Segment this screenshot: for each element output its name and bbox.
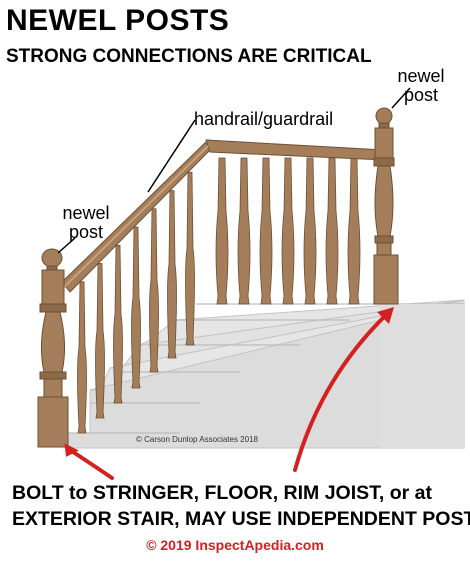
baluster — [347, 157, 361, 305]
label-newel-left-line2: post — [68, 222, 104, 242]
baluster — [95, 263, 105, 419]
baluster — [259, 157, 273, 305]
baluster — [303, 157, 317, 305]
baluster — [215, 157, 229, 305]
caption-line-1: BOLT to STRINGER, FLOOR, RIM JOIST, or a… — [12, 482, 432, 504]
page-subtitle: STRONG CONNECTIONS ARE CRITICAL — [6, 46, 372, 67]
label-leaders — [57, 87, 411, 254]
baluster — [281, 157, 295, 305]
label-newel-right-line1: newel — [397, 66, 445, 86]
handrail — [61, 139, 385, 293]
baluster — [185, 171, 195, 346]
left-arrowhead — [64, 443, 79, 457]
baluster — [131, 226, 141, 389]
label-newel-left: newel post — [58, 204, 114, 242]
site-credit: © 2019 InspectApedia.com — [146, 537, 324, 553]
label-newel-left-line1: newel — [62, 203, 110, 223]
baluster — [167, 190, 177, 359]
caption-line-2: EXTERIOR STAIR, MAY USE INDEPENDENT POST — [12, 508, 470, 530]
baluster — [113, 244, 123, 404]
landing-face — [380, 304, 464, 448]
left-newel-post — [37, 248, 69, 448]
right-arrowhead — [377, 307, 394, 324]
baluster — [237, 157, 251, 305]
label-handrail: handrail/guardrail — [194, 109, 334, 129]
page-title: NEWEL POSTS — [6, 4, 230, 37]
baluster — [325, 157, 339, 305]
baluster-group — [77, 157, 361, 434]
baluster — [77, 281, 87, 434]
label-newel-right: newel post — [393, 67, 449, 105]
image-credit: © Carson Dunlop Associates 2018 — [136, 435, 258, 444]
label-newel-right-line2: post — [403, 85, 439, 105]
right-newel-post — [373, 107, 399, 305]
baluster — [149, 208, 159, 373]
